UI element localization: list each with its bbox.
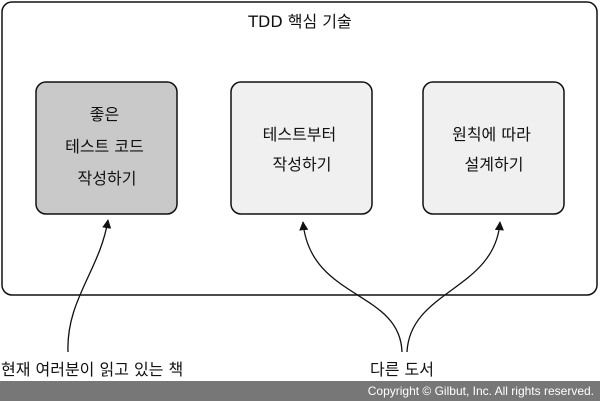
- diagram-title: TDD 핵심 기술: [247, 12, 351, 31]
- label-other-books: 다른 도서: [370, 360, 434, 379]
- label-current-book: 현재 여러분이 읽고 있는 책: [1, 360, 183, 379]
- box-design-principles-text: 원칙에 따라 설계하기: [452, 125, 536, 174]
- box-test-first: [230, 81, 373, 215]
- arrow-current-book: [67, 219, 112, 353]
- box-good-test-code: [35, 81, 178, 215]
- box-test-first-text: 테스트부터 작성하기: [263, 125, 342, 174]
- box-design-principles: [422, 81, 565, 215]
- box-good-test-code-text: 좋은 테스트 코드 작성하기: [65, 105, 149, 188]
- arrow-other-books-left: [299, 221, 403, 353]
- copyright-footer: Copyright © Gilbut, Inc. All rights rese…: [0, 381, 600, 401]
- arrow-other-books-right: [406, 221, 504, 353]
